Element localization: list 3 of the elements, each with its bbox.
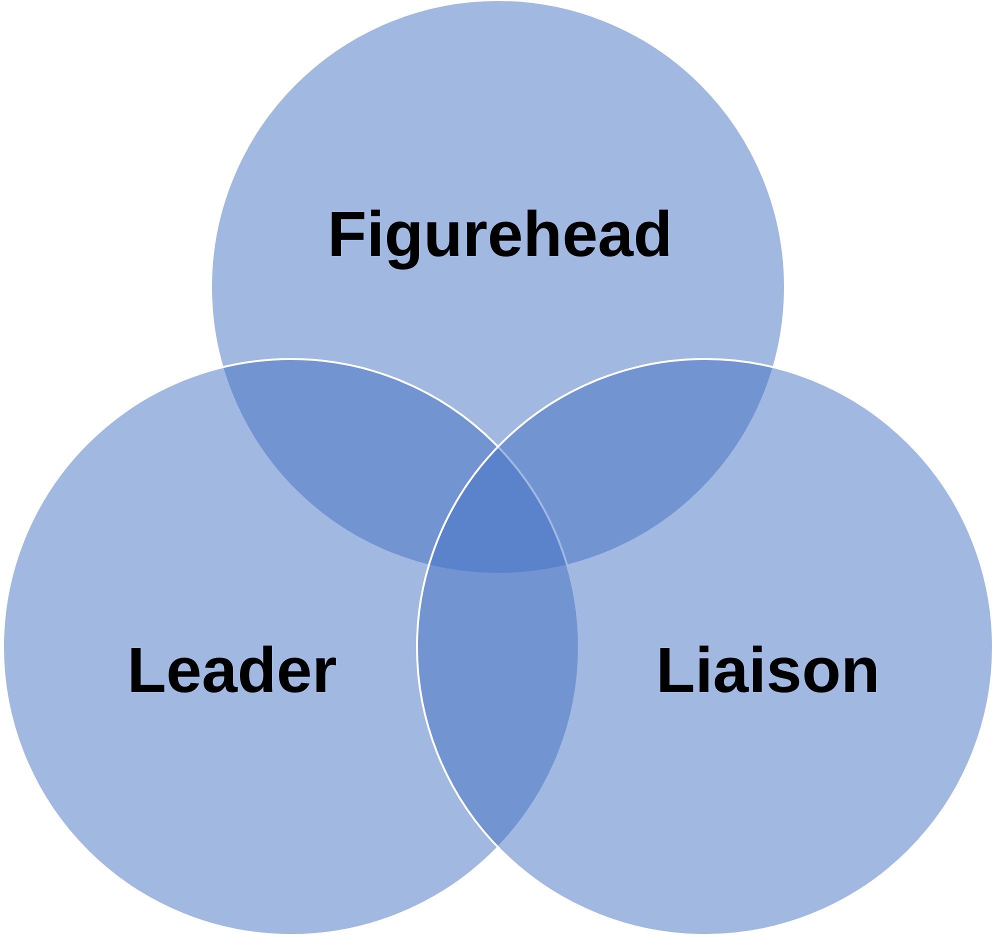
circle-label: Liaison: [656, 633, 880, 707]
circle-label: Figurehead: [328, 197, 672, 271]
circle-label: Leader: [127, 633, 337, 707]
